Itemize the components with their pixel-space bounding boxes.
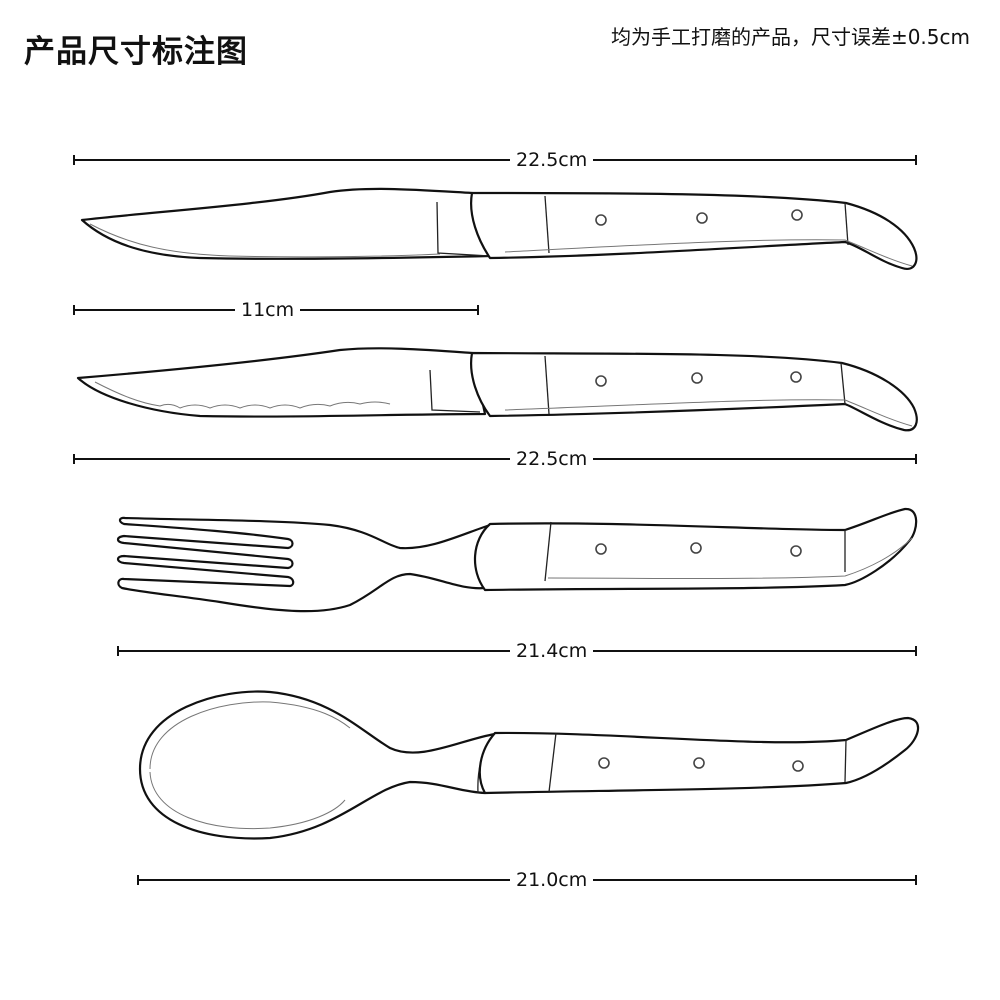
dimension-label-blade: 11cm [235, 299, 301, 321]
dimension-line-knife-2 [73, 454, 917, 464]
dimension-label-spoon: 21.0cm [510, 869, 594, 891]
dimension-label-knife-2: 22.5cm [510, 448, 594, 470]
dimension-label-knife-1: 22.5cm [510, 149, 594, 171]
tolerance-note: 均为手工打磨的产品，尺寸误差±0.5cm [610, 25, 970, 49]
fork-icon [116, 507, 918, 613]
dimension-label-fork: 21.4cm [510, 640, 594, 662]
page-title: 产品尺寸标注图 [24, 34, 248, 70]
knife-serrated-icon [76, 347, 918, 432]
knife-plain-icon [80, 187, 918, 270]
dimension-line-knife-1 [73, 155, 917, 165]
spoon-icon [138, 690, 920, 840]
